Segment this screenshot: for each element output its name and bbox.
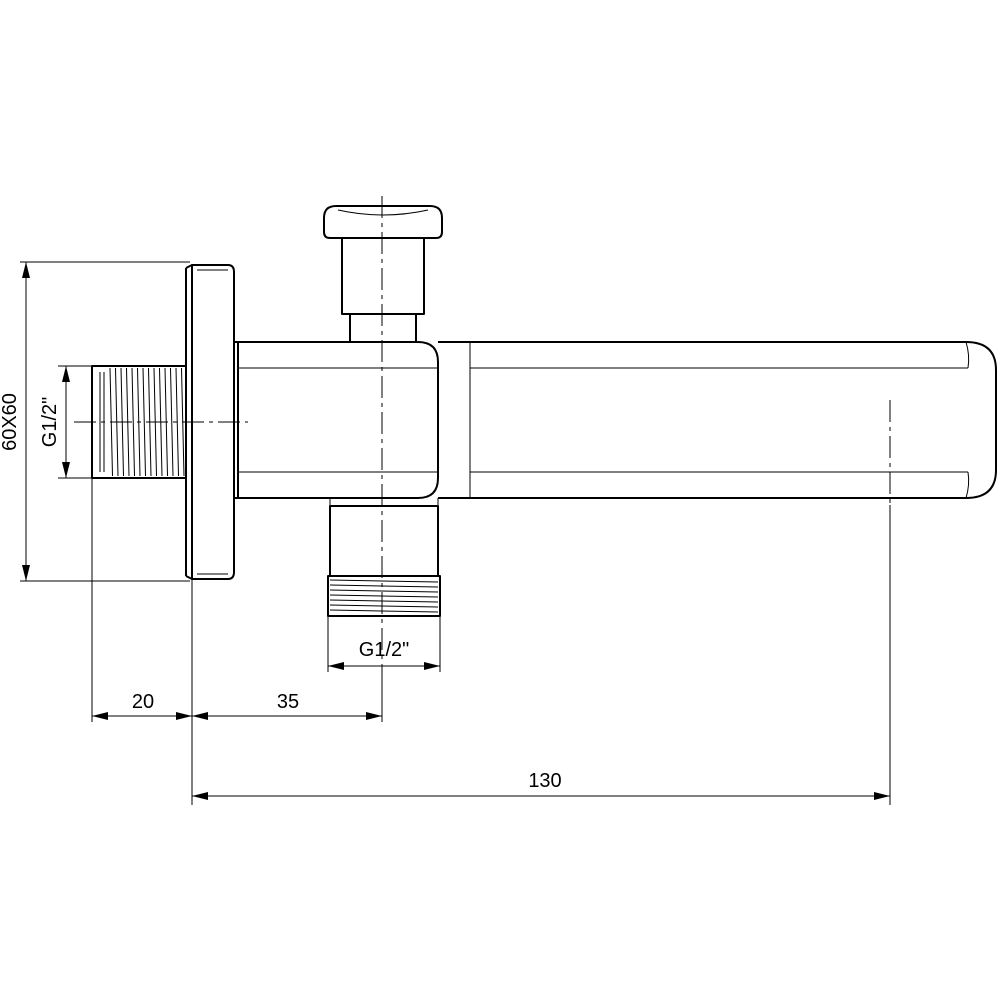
centerlines <box>74 196 891 680</box>
dim-20 <box>92 712 192 720</box>
thread-ridge <box>329 579 439 583</box>
dim-thread-bottom <box>328 662 440 670</box>
dim-label-35: 35 <box>277 691 299 713</box>
thread-ridge <box>329 589 439 593</box>
dim-60x60 <box>22 262 30 581</box>
dim-130 <box>192 792 890 800</box>
shutoff-knob <box>323 205 443 343</box>
dim-thread-left <box>62 366 70 478</box>
thread-ridge <box>329 599 439 603</box>
thread-ridge <box>175 367 179 477</box>
thread-ridge <box>170 367 174 477</box>
dim-label-130: 130 <box>528 770 561 792</box>
spout <box>438 341 997 499</box>
extension-lines <box>20 261 891 805</box>
dim-label-20: 20 <box>132 691 154 713</box>
thread-ridge <box>142 367 146 477</box>
thread-ridge <box>329 584 439 588</box>
dim-label-thread-bottom: G1/2" <box>359 639 409 661</box>
thread-ridge <box>329 604 439 608</box>
valve-body <box>237 341 439 499</box>
thread-ridge <box>329 594 439 598</box>
dim-35 <box>192 712 382 720</box>
dim-label-60x60: 60X60 <box>0 393 21 451</box>
bottom-outlet <box>327 498 441 617</box>
thread-ridge <box>329 609 439 613</box>
dim-label-thread-left: G1/2" <box>39 397 61 447</box>
thread-ridge <box>131 367 135 477</box>
